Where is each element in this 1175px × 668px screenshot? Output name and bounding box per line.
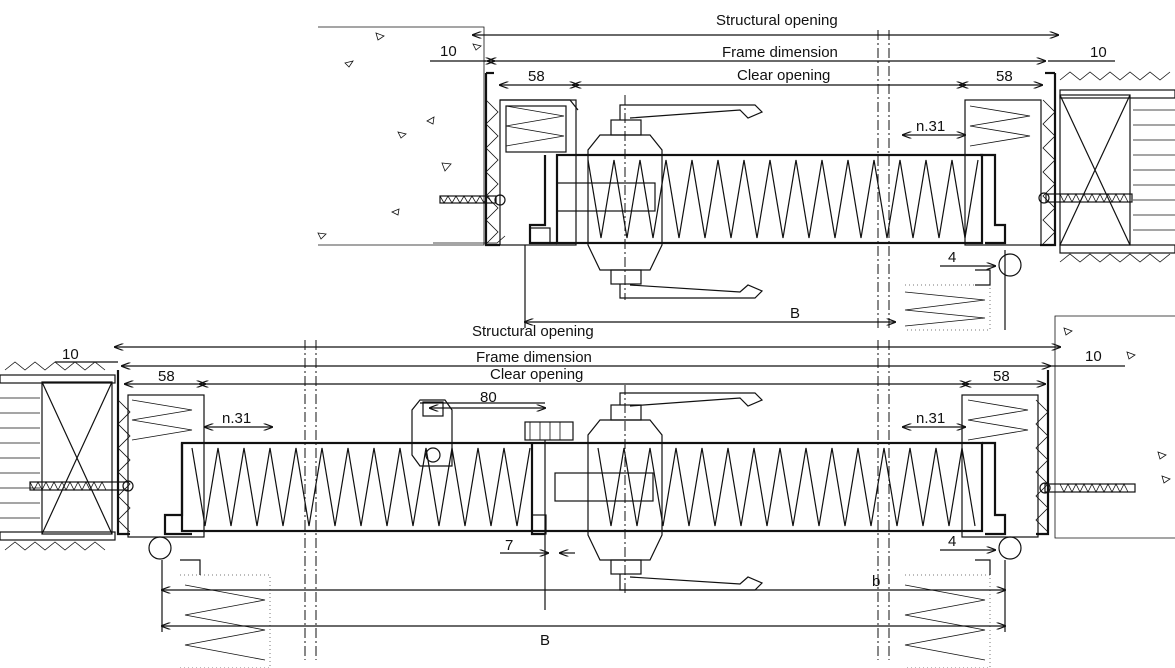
top-dim-left-58: 58: [528, 68, 545, 85]
top-screw-right: [1038, 192, 1133, 204]
top-leaf-stub: [904, 269, 991, 331]
top-door-handle: [587, 95, 764, 300]
bottom-dim-right-10: 10: [1085, 348, 1102, 365]
top-structural-opening-label: Structural opening: [716, 12, 838, 29]
bottom-door-leaf: [180, 441, 984, 536]
top-dim-n31: n.31: [916, 118, 945, 135]
bottom-dim-n31-right: n.31: [916, 410, 945, 427]
bottom-dim-4: 4: [948, 533, 956, 550]
bottom-seal-circle-left: [148, 536, 172, 560]
bottom-dim-n31-left: n.31: [222, 410, 251, 427]
top-screw-left: [439, 194, 506, 206]
bottom-frame-right: [961, 370, 1050, 560]
bottom-dim-B: B: [540, 632, 550, 649]
bottom-structural-opening-label: Structural opening: [472, 323, 594, 340]
top-dim-right-10: 10: [1090, 44, 1107, 61]
top-dim-B: B: [790, 305, 800, 322]
top-frame-dimension-label: Frame dimension: [722, 44, 838, 61]
bottom-dim-b: b: [872, 573, 880, 590]
top-concrete-wall-left: [317, 26, 506, 246]
bottom-dim-left-58: 58: [158, 368, 175, 385]
top-timber-wall-right: [1059, 71, 1175, 263]
bottom-dim-left-10: 10: [62, 346, 79, 363]
bottom-frame-dimension-label: Frame dimension: [476, 349, 592, 366]
bottom-door-handle: [587, 385, 764, 595]
bottom-bolt: [524, 421, 574, 610]
top-dim-4: 4: [948, 249, 956, 266]
bottom-leaf-stubs: [180, 559, 991, 668]
top-dim-right-58: 58: [996, 68, 1013, 85]
bottom-concrete-wall-right: [1054, 315, 1175, 539]
top-seal-circle: [998, 253, 1022, 277]
bottom-dim-right-58: 58: [993, 368, 1010, 385]
bottom-clear-opening-label: Clear opening: [490, 366, 583, 383]
top-section: Structural opening Frame dimension Clear…: [317, 12, 1175, 331]
bottom-dim-80: 80: [480, 389, 497, 406]
bottom-timber-wall-left: [0, 361, 116, 551]
top-frame-left: [484, 71, 579, 247]
bottom-dim-7: 7: [505, 537, 513, 554]
bottom-hinge: [411, 399, 453, 467]
bottom-screw-right: [1039, 482, 1136, 494]
top-door-leaf: [555, 153, 984, 245]
concrete-aggregate-marks: [317, 32, 482, 240]
top-frame-right: [964, 71, 1057, 247]
bottom-section: Structural opening Frame dimension Clear…: [0, 315, 1175, 668]
top-dim-left-10: 10: [440, 43, 457, 60]
bottom-seal-circle-right: [998, 536, 1022, 560]
top-clear-opening-label: Clear opening: [737, 67, 830, 84]
